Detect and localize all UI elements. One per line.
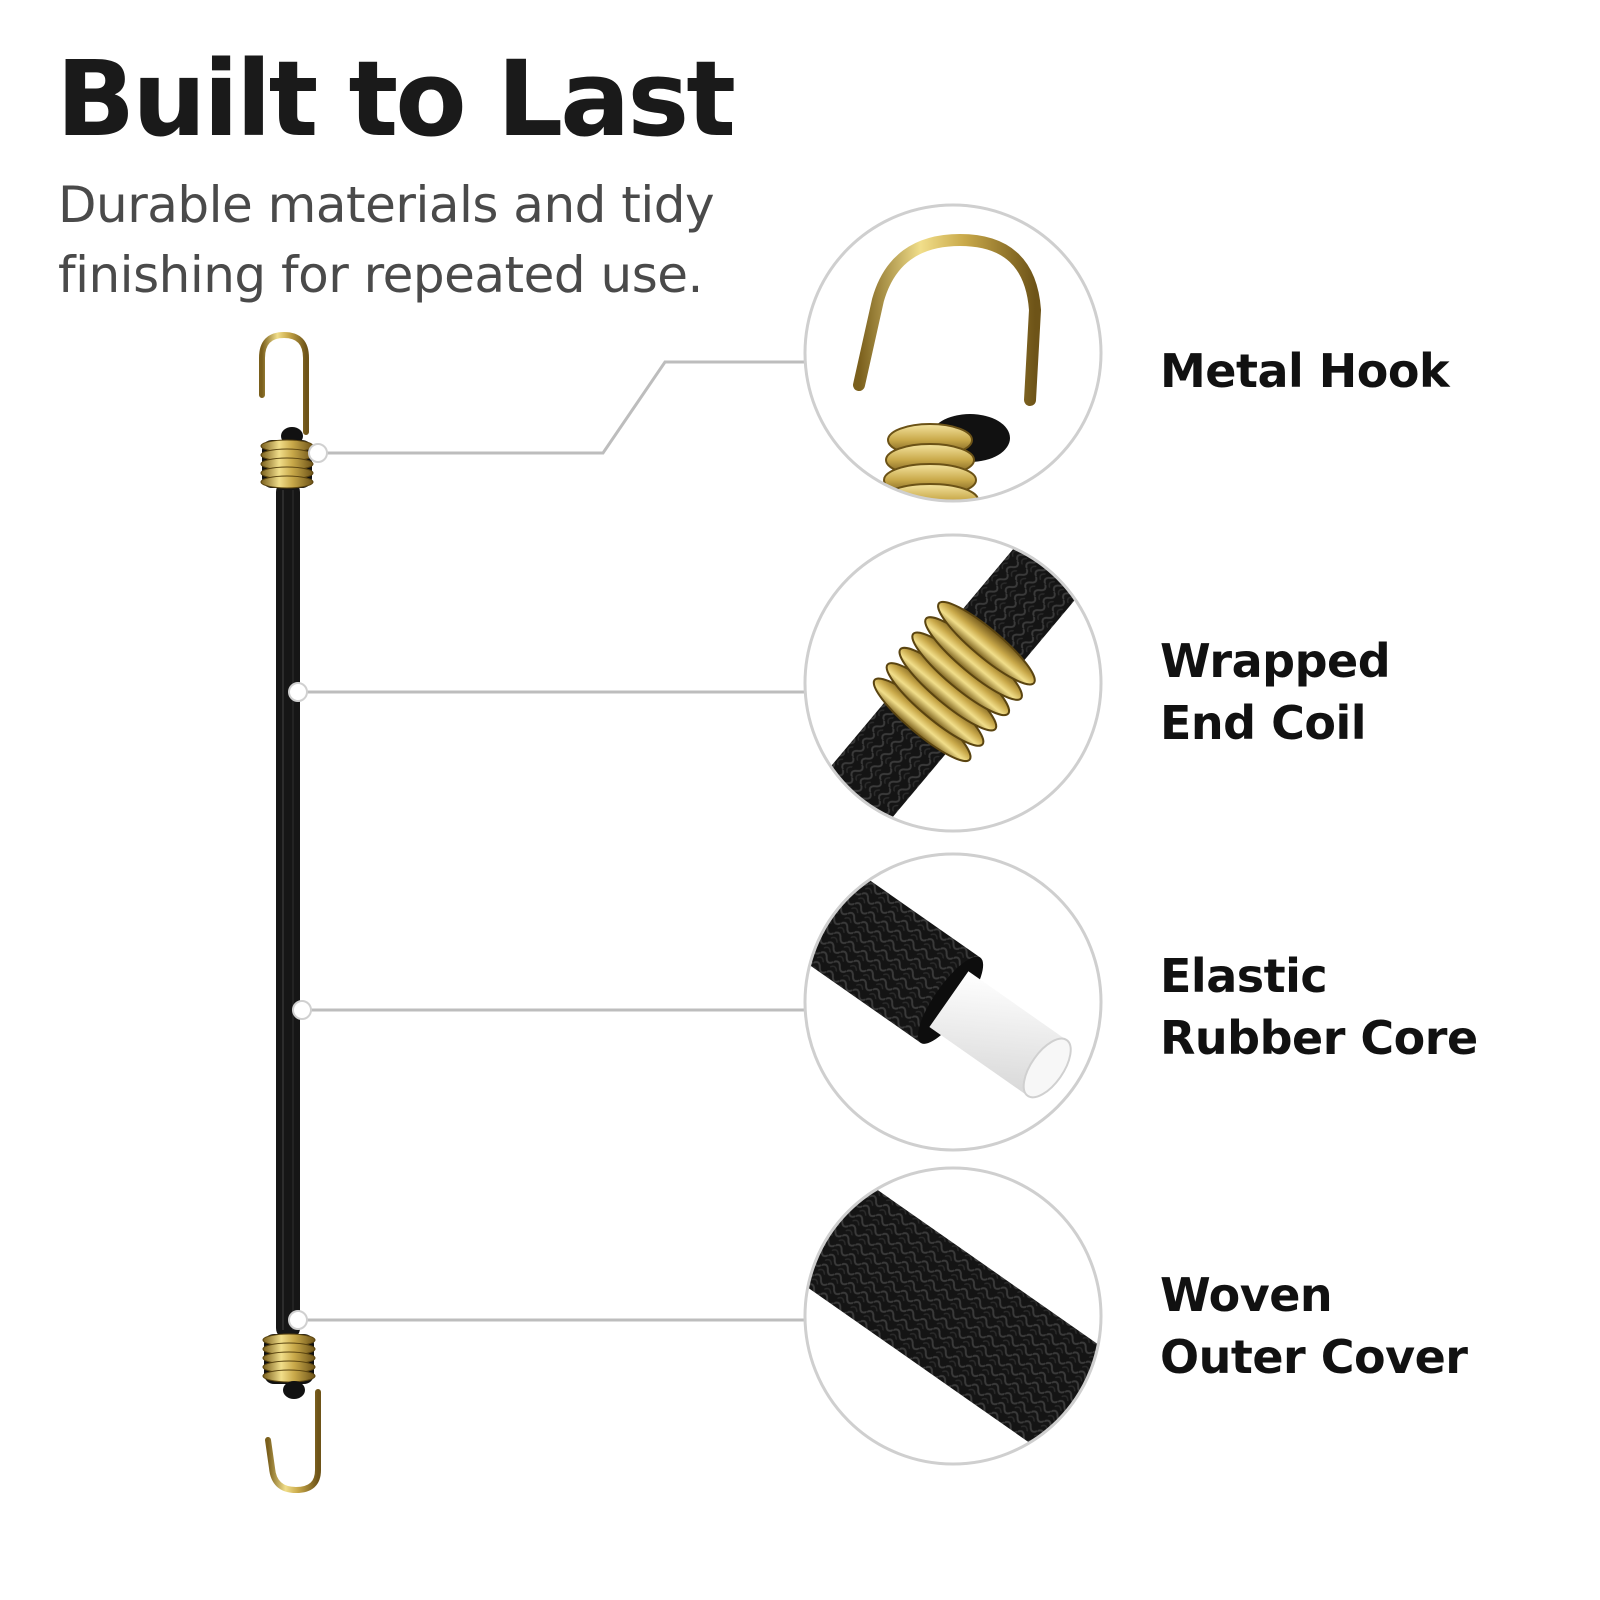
feature-label-outer-cover-line1: Woven	[1160, 1268, 1333, 1322]
feature-label-metal-hook-line1: Metal Hook	[1160, 344, 1450, 398]
detail-circle-metal-hook	[803, 203, 1103, 503]
bottom-hook	[265, 1389, 321, 1494]
anchor-dot-coil	[288, 682, 308, 702]
feature-label-outer-cover: Woven Outer Cover	[1160, 1264, 1468, 1388]
anchor-dot-cover	[288, 1310, 308, 1330]
detail-circle-end-coil	[803, 533, 1103, 833]
feature-label-rubber-core: Elastic Rubber Core	[1160, 945, 1478, 1069]
cord-body	[276, 480, 300, 1340]
detail-circle-rubber-core	[803, 852, 1103, 1152]
subheadline: Durable materials and tidy finishing for…	[58, 170, 798, 310]
feature-label-end-coil: Wrapped End Coil	[1160, 630, 1391, 754]
subheadline-line-2: finishing for repeated use.	[58, 246, 703, 304]
feature-label-rubber-core-line2: Rubber Core	[1160, 1011, 1478, 1065]
feature-label-outer-cover-line2: Outer Cover	[1160, 1330, 1468, 1384]
feature-label-metal-hook: Metal Hook	[1160, 340, 1450, 402]
anchor-dot-hook	[308, 443, 328, 463]
bungee-cord	[259, 331, 328, 1494]
subheadline-line-1: Durable materials and tidy	[58, 176, 715, 234]
anchor-dot-core	[292, 1000, 312, 1020]
bottom-cap	[283, 1381, 305, 1399]
bottom-coil	[262, 1333, 316, 1384]
callout-lines	[305, 360, 815, 1322]
headline: Built to Last	[56, 38, 736, 160]
top-hook	[259, 331, 309, 435]
detail-circle-outer-cover	[803, 1166, 1103, 1466]
feature-label-end-coil-line1: Wrapped	[1160, 634, 1391, 688]
callout-line-hook	[318, 360, 815, 455]
top-coil	[260, 439, 314, 489]
feature-label-end-coil-line2: End Coil	[1160, 696, 1367, 750]
feature-label-rubber-core-line1: Elastic	[1160, 949, 1328, 1003]
